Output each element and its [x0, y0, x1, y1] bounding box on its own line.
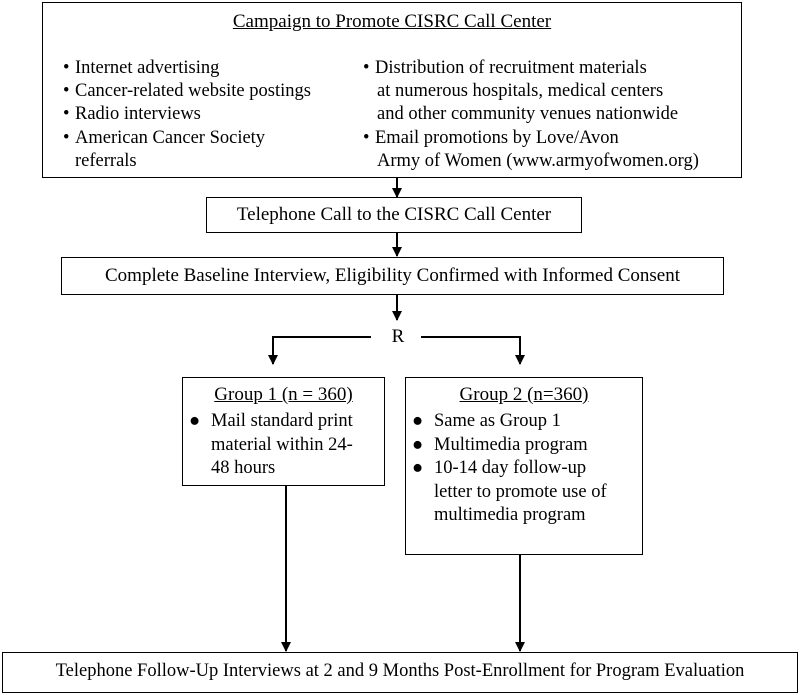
campaign-left-item-4: •American Cancer Society referrals	[63, 128, 266, 171]
group1-box: Group 1 (n = 360) ● Mail standard print …	[182, 377, 385, 486]
campaign-left-item-3: •Radio interviews	[63, 104, 201, 124]
group1-list: ● Mail standard print material within 24…	[185, 410, 353, 481]
call-box: Telephone Call to the CISRC Call Center	[206, 197, 582, 233]
campaign-right-item-2: •Email promotions by Love/Avon Army of W…	[363, 128, 699, 171]
group2-item-3: ● 10-14 day follow-up letter to promote …	[412, 458, 607, 525]
campaign-left-item-1: •Internet advertising	[63, 58, 220, 78]
baseline-label: Complete Baseline Interview, Eligibility…	[105, 265, 680, 286]
branch-to-group1	[268, 336, 371, 365]
campaign-title: Campaign to Promote CISRC Call Center	[232, 11, 552, 32]
campaign-right-item-1: •Distribution of recruitment materials a…	[363, 58, 679, 124]
followup-label: Telephone Follow-Up Interviews at 2 and …	[55, 661, 745, 681]
campaign-box: Campaign to Promote CISRC Call Center •I…	[42, 2, 742, 178]
group2-title: Group 2 (n=360)	[459, 384, 589, 405]
group1-title: Group 1 (n = 360)	[214, 384, 353, 405]
followup-box: Telephone Follow-Up Interviews at 2 and …	[2, 652, 798, 693]
campaign-left-item-2: •Cancer-related website postings	[63, 81, 311, 101]
call-label: Telephone Call to the CISRC Call Center	[236, 204, 552, 225]
group2-item-2: ● Multimedia program	[412, 434, 588, 455]
group2-item-1: ● Same as Group 1	[412, 411, 561, 431]
branch-to-group2	[421, 336, 525, 365]
group1-item-1: ● Mail standard print material within 24…	[189, 411, 353, 478]
group2-list: ● Same as Group 1 ● Multimedia program ●…	[408, 410, 607, 528]
randomize-label: R	[391, 326, 405, 347]
baseline-box: Complete Baseline Interview, Eligibility…	[61, 257, 724, 295]
group2-box: Group 2 (n=360) ● Same as Group 1 ● Mult…	[405, 377, 643, 555]
